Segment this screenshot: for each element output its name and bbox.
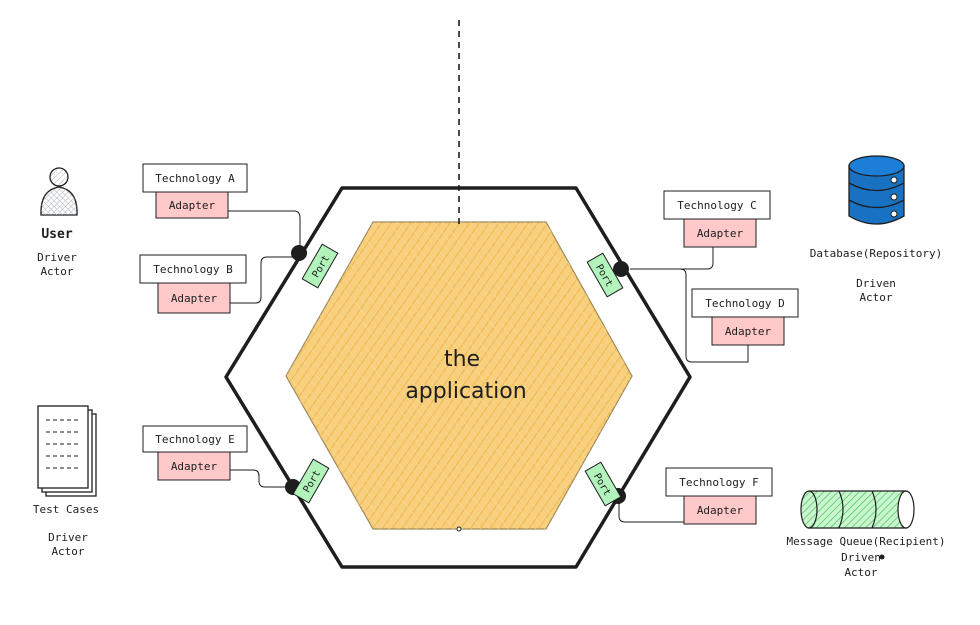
technology-d-group: Technology D Adapter <box>691 288 799 346</box>
port-bottom-right[interactable]: Port <box>584 461 622 507</box>
connector-b <box>230 256 297 304</box>
adapter-c-label: Adapter <box>697 227 744 240</box>
user-actor: User Driver Actor <box>37 167 78 278</box>
port-dot-top-left <box>291 245 307 261</box>
application-hexagon <box>285 221 633 530</box>
adapter-a-box[interactable] <box>155 191 229 219</box>
database-actor: Database(Repository) Driven Actor <box>810 155 942 304</box>
port-top-left[interactable]: Port <box>301 243 339 289</box>
user-role-line2: Actor <box>40 265 73 278</box>
technology-c-group: Technology C Adapter <box>663 190 771 248</box>
test-cases-name: Test Cases <box>33 503 99 516</box>
technology-a-label: Technology A <box>155 172 235 185</box>
app-bottom-dot <box>456 526 462 532</box>
technology-b-box[interactable] <box>139 254 247 284</box>
adapter-f-label: Adapter <box>697 504 744 517</box>
technology-c-box[interactable] <box>663 190 771 220</box>
connector-a <box>228 210 301 245</box>
technology-f-box[interactable] <box>665 467 773 497</box>
technology-a-group: Technology A Adapter <box>142 163 248 219</box>
technology-e-group: Technology E Adapter <box>142 425 248 481</box>
adapter-b-box[interactable] <box>157 282 231 314</box>
message-queue-dot <box>879 554 885 560</box>
technology-f-label: Technology F <box>679 476 758 489</box>
user-icon <box>40 167 78 216</box>
application-label-line1: the <box>444 347 480 372</box>
user-name: User <box>41 227 72 242</box>
port-bottom-left[interactable]: Port <box>292 458 330 504</box>
connector-d <box>630 268 749 363</box>
user-role-line1: Driver <box>37 251 77 264</box>
test-cases-actor: Test Cases Driver Actor <box>33 405 99 558</box>
technology-b-group: Technology B Adapter <box>139 254 247 314</box>
connector-c <box>630 247 714 270</box>
database-role-line2: Actor <box>859 291 892 304</box>
connector-e <box>230 469 287 488</box>
technology-a-box[interactable] <box>142 163 248 193</box>
database-name: Database(Repository) <box>810 247 942 260</box>
adapter-e-label: Adapter <box>171 460 218 473</box>
technology-e-box[interactable] <box>142 425 248 453</box>
adapter-c-box[interactable] <box>683 218 757 248</box>
connector-f <box>618 497 684 523</box>
test-cases-role-line2: Actor <box>51 545 84 558</box>
message-queue-name: Message Queue(Recipient) <box>787 535 946 548</box>
adapter-d-box[interactable] <box>711 316 785 346</box>
port-top-right[interactable]: Port <box>586 252 624 298</box>
adapter-b-label: Adapter <box>171 292 218 305</box>
adapter-f-box[interactable] <box>683 495 757 525</box>
document-stack-icon <box>37 405 97 497</box>
technology-d-label: Technology D <box>705 297 784 310</box>
technology-b-label: Technology B <box>153 263 233 276</box>
technology-c-label: Technology C <box>677 199 756 212</box>
adapter-e-box[interactable] <box>157 451 231 481</box>
test-cases-role-line1: Driver <box>48 531 88 544</box>
database-icon <box>848 155 905 225</box>
message-queue-role-line2: Actor <box>844 566 877 579</box>
technology-f-group: Technology F Adapter <box>665 467 773 525</box>
adapter-a-label: Adapter <box>169 199 216 212</box>
adapter-d-label: Adapter <box>725 325 772 338</box>
message-queue-role-line1: Driven <box>841 551 881 564</box>
message-queue-actor: Message Queue(Recipient) Driven Actor <box>787 490 946 579</box>
database-role-line1: Driven <box>856 277 896 290</box>
port-dot-top-right <box>613 261 629 277</box>
technology-e-label: Technology E <box>155 433 234 446</box>
message-queue-icon <box>800 490 915 529</box>
application-label-line2: application <box>405 379 526 404</box>
